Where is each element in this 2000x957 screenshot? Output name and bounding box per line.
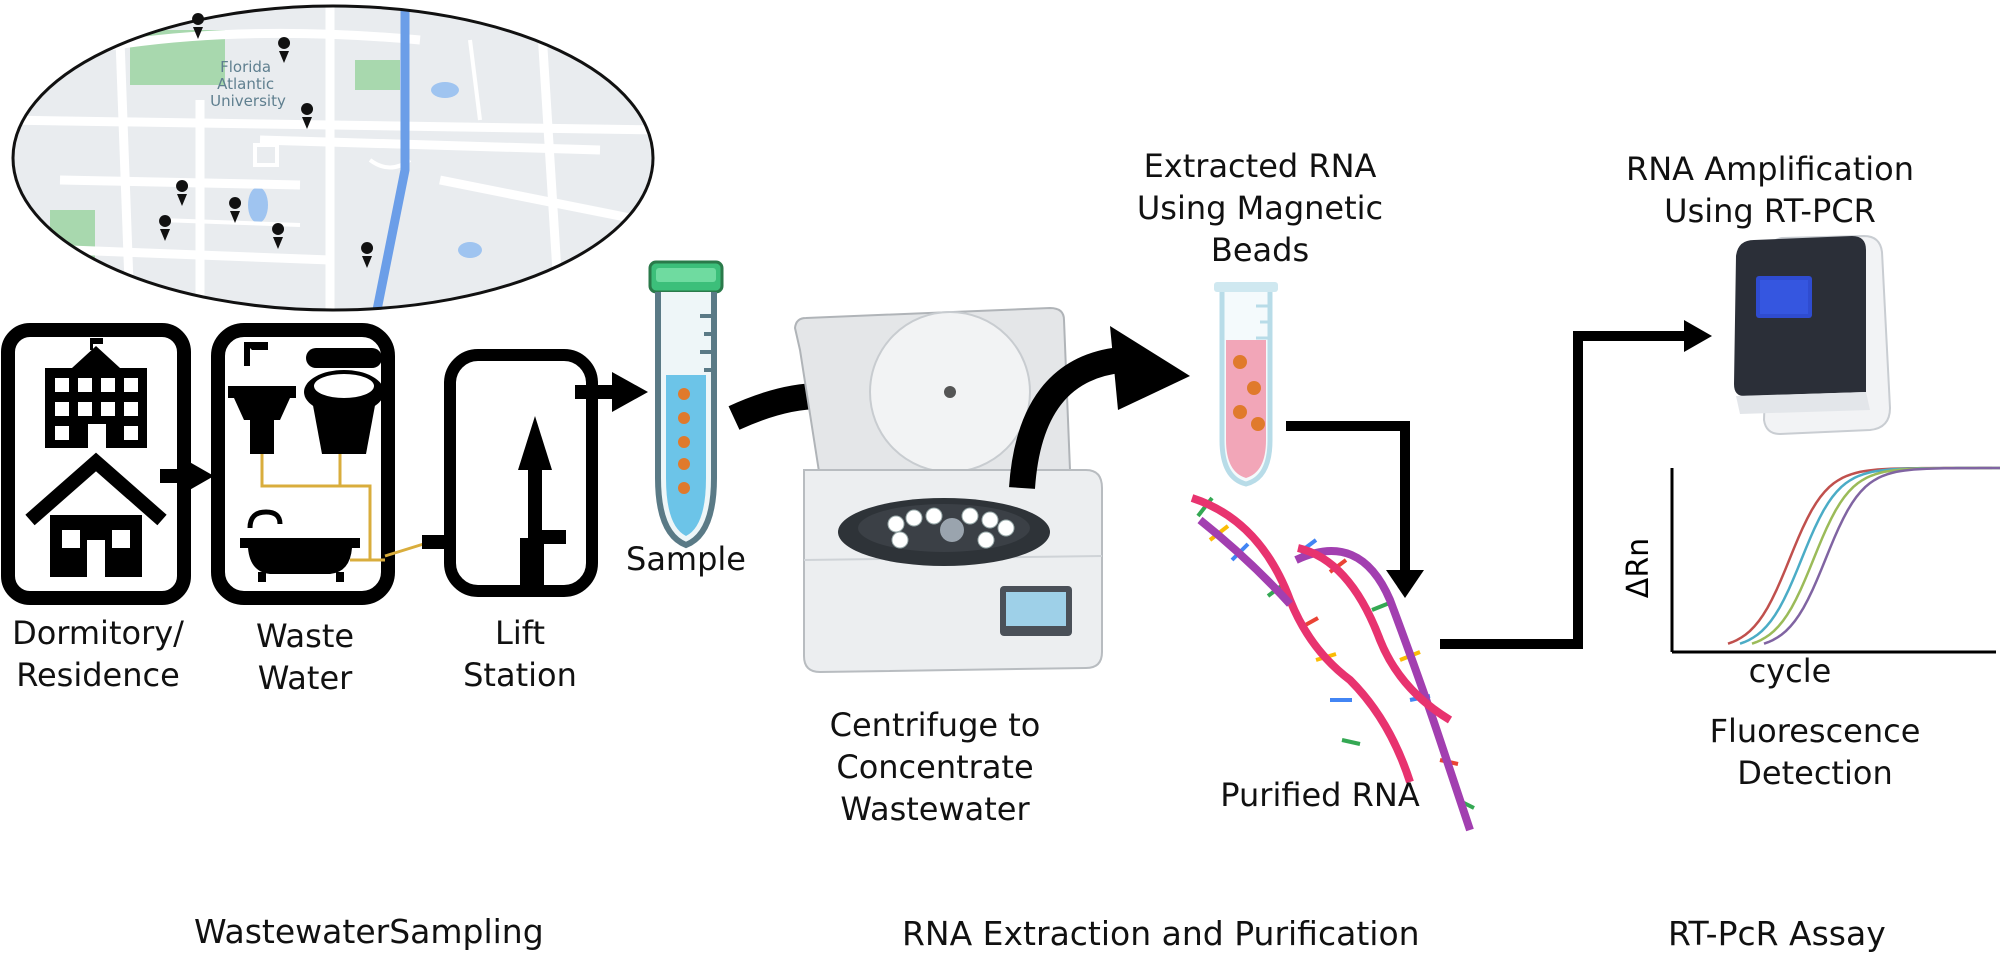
map-pin-icons: [159, 13, 374, 268]
arrow-lift-to-sample: [612, 372, 648, 412]
bathtub-icon: [240, 509, 360, 582]
map-place-name: Florida Atlantic University: [210, 58, 286, 110]
school-icon: [45, 338, 147, 448]
sample-tube-icon: [648, 260, 724, 549]
arrow-purified-to-pcr: [1440, 331, 1688, 649]
wastewater-box: [211, 323, 395, 605]
pcr-machine-icon: [1734, 234, 1892, 436]
bead-particles: [1233, 355, 1265, 431]
label-sample: Sample: [626, 540, 746, 578]
plot-y-label: ΔRn: [1621, 538, 1656, 598]
map-border: [11, 4, 655, 312]
amplification-curve: [1751, 466, 2000, 645]
section-rna-extraction: RNA Extraction and Purification: [902, 914, 1420, 953]
sink-icon: [228, 342, 296, 454]
arrow-tube-to-purified: [1286, 421, 1410, 575]
centrifuge-icon: [793, 306, 1103, 674]
amplification-curve: [1739, 466, 2000, 645]
rna-strand-icon: [1190, 494, 1475, 832]
section-wastewater-sampling: WastewaterSampling: [194, 912, 544, 951]
label-purified-rna: Purified RNA: [1220, 776, 1420, 814]
house-icon: [25, 452, 167, 577]
lift-station-box: [444, 349, 648, 597]
label-dormitory: Dormitory/Residence: [12, 614, 184, 694]
amplification-curve: [1763, 466, 2000, 645]
rna-tube-icon: [1214, 282, 1278, 487]
section-rt-pcr-assay: RT-PcR Assay: [1668, 914, 1886, 953]
dormitory-box: [1, 323, 191, 605]
arrow-centrifuge-to-rna: [1009, 347, 1122, 490]
campus-map: [13, 6, 653, 310]
toilet-icon: [304, 348, 384, 454]
plot-x-label: cycle: [1748, 652, 1832, 690]
virus-particles: [678, 388, 690, 494]
amplification-plot: [1670, 466, 2000, 654]
